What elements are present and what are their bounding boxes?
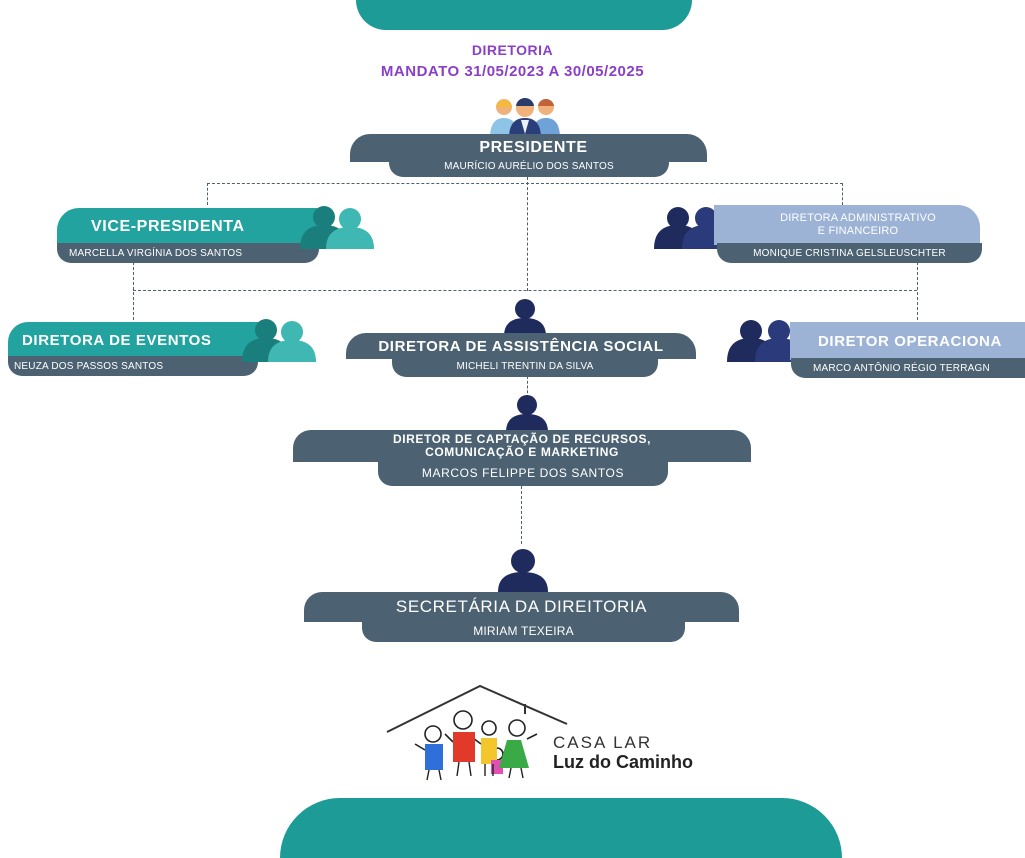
connector-eventos	[133, 262, 134, 320]
group-people-icon	[490, 97, 560, 138]
people-icon-eventos	[242, 319, 316, 362]
person-icon-captacao	[506, 395, 548, 432]
eventos-name-band: NEUZA DOS PASSOS SANTOS	[8, 356, 258, 376]
operacional-name-band: MARCO ANTÔNIO RÉGIO TERRAGN	[791, 358, 1025, 378]
captacao-name: MARCOS FELIPPE DOS SANTOS	[421, 466, 625, 480]
eventos-role: DIRETORA DE EVENTOS	[22, 331, 212, 349]
captacao-role-band: DIRETOR DE CAPTAÇÃO DE RECURSOS, COMUNIC…	[293, 430, 751, 462]
bottom-decorative-pill	[280, 798, 842, 858]
people-icon-vice	[300, 206, 374, 249]
vice-name-band: MARCELLA VIRGÍNIA DOS SANTOS	[57, 243, 319, 263]
connector-vice	[207, 183, 208, 205]
captacao-role-line2: COMUNICAÇÃO E MARKETING	[425, 445, 619, 459]
connector-level2	[133, 290, 917, 291]
connector-center	[527, 177, 528, 291]
social-role-band: DIRETORA DE ASSISTÊNCIA SOCIAL	[346, 333, 696, 359]
secretaria-role: SECRETÁRIA DA DIREITORIA	[395, 597, 648, 616]
eventos-role-band: DIRETORA DE EVENTOS	[8, 322, 266, 358]
secretaria-name: MIRIAM TEXEIRA	[473, 623, 574, 638]
secretaria-name-band: MIRIAM TEXEIRA	[362, 619, 685, 642]
vice-role: VICE-PRESIDENTA	[91, 218, 245, 235]
vice-name: MARCELLA VIRGÍNIA DOS SANTOS	[69, 247, 243, 259]
page-subtitle: MANDATO 31/05/2023 A 30/05/2025	[380, 63, 645, 80]
page-title: DIRETORIA	[471, 42, 554, 58]
presidente-role: PRESIDENTE	[479, 139, 588, 156]
casa-lar-logo-drawing	[386, 684, 568, 781]
connector-operacional	[917, 262, 918, 320]
operacional-role: DIRETOR OPERACIONA	[818, 332, 1002, 350]
adm-name-band: MONIQUE CRISTINA GELSLEUSCHTER	[717, 243, 982, 263]
adm-role-band: DIRETORA ADMINISTRATIVO E FINANCEIRO	[714, 205, 980, 245]
connector-level1	[207, 183, 843, 184]
logo-text-line2: Luz do Caminho	[553, 752, 693, 772]
adm-role-line2: E FINANCEIRO	[817, 225, 899, 237]
logo-text-line1: CASA LAR	[553, 733, 653, 752]
top-decorative-pill	[356, 0, 692, 30]
social-name: MICHELI TRENTIN DA SILVA	[456, 360, 594, 372]
connector-adm	[842, 183, 843, 205]
operacional-role-band: DIRETOR OPERACIONA	[790, 322, 1025, 360]
connector-social-captacao	[527, 376, 528, 398]
vice-role-band: VICE-PRESIDENTA	[57, 208, 317, 246]
connector-captacao-secretaria	[521, 486, 522, 544]
secretaria-role-band: SECRETÁRIA DA DIREITORIA	[304, 592, 739, 622]
captacao-role-line1: DIRETOR DE CAPTAÇÃO DE RECURSOS,	[392, 432, 652, 446]
person-icon-secretaria	[498, 549, 548, 592]
presidente-name: MAURÍCIO AURÉLIO DOS SANTOS	[444, 160, 614, 172]
person-icon-social	[504, 299, 546, 336]
social-name-band: MICHELI TRENTIN DA SILVA	[392, 355, 658, 377]
social-role: DIRETORA DE ASSISTÊNCIA SOCIAL	[378, 337, 664, 355]
adm-name: MONIQUE CRISTINA GELSLEUSCHTER	[753, 247, 946, 259]
eventos-name: NEUZA DOS PASSOS SANTOS	[14, 360, 164, 372]
operacional-name: MARCO ANTÔNIO RÉGIO TERRAGN	[813, 362, 990, 374]
adm-role-line1: DIRETORA ADMINISTRATIVO	[780, 212, 936, 224]
captacao-name-band: MARCOS FELIPPE DOS SANTOS	[378, 460, 668, 486]
presidente-name-band: MAURÍCIO AURÉLIO DOS SANTOS	[389, 155, 669, 177]
